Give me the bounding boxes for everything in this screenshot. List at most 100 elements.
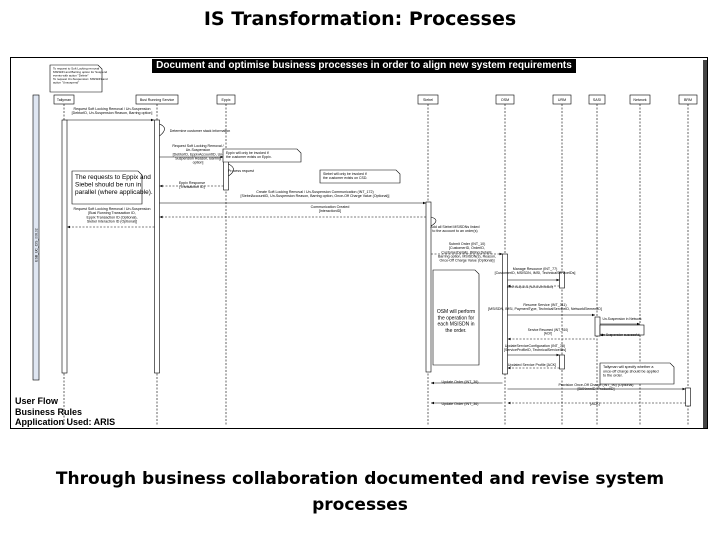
message-label: Resume Service (INT_311) bbox=[523, 303, 566, 307]
self-arrow bbox=[228, 163, 234, 177]
participant-label: Busi Running Service bbox=[140, 98, 174, 102]
participant-busi-running-service bbox=[135, 94, 179, 105]
participant-osm bbox=[495, 94, 515, 105]
message-label: Manage Resource (INT_77) bbox=[513, 267, 558, 271]
arrowhead bbox=[556, 278, 560, 282]
legend-application: Application Used: ARIS bbox=[15, 417, 116, 427]
message-label: Update Order (INT_36) bbox=[442, 402, 479, 406]
legend-user-flow: User Flow bbox=[15, 396, 59, 406]
message-label: Once-Off Charge Value (Optional)] bbox=[440, 259, 495, 263]
tallyman-note bbox=[599, 362, 675, 385]
osm-note-text: the operation for bbox=[438, 315, 475, 321]
message-label: Un-Suspension in Network bbox=[602, 317, 641, 321]
message-label: Service Resumed (INT_310) bbox=[528, 328, 568, 332]
message-label: URM Response [ServiceProfileID] bbox=[507, 285, 554, 289]
message-label: Suspension Reason, Barring bbox=[175, 156, 221, 160]
self-arrow bbox=[159, 123, 165, 137]
slide-title: IS Transformation: Processes bbox=[203, 8, 517, 30]
message-label: Barring option, MSISDN(s), Reason, bbox=[438, 254, 496, 258]
osm-note-text: OSM will perform bbox=[437, 309, 475, 315]
message-label: to the account to an order(s) bbox=[432, 229, 477, 233]
arrowhead bbox=[507, 366, 511, 370]
participant-network bbox=[629, 94, 651, 105]
participant-label: Network bbox=[633, 98, 646, 102]
swimlane-bar bbox=[32, 94, 40, 381]
arrowhead bbox=[507, 284, 511, 288]
message-label: [SiebelAccountID, Un-Suspension Reason, … bbox=[241, 194, 390, 198]
activation-osm bbox=[502, 253, 508, 375]
participant-urm bbox=[552, 94, 572, 105]
arrowhead bbox=[159, 215, 163, 219]
eppix-note-text: Eppix will only be invoked if bbox=[226, 151, 269, 155]
participant-label: SASI bbox=[593, 98, 601, 102]
participant-brm bbox=[678, 94, 698, 105]
arrowhead bbox=[682, 387, 686, 391]
participant-label: Siebel bbox=[423, 98, 433, 102]
activation-siebel bbox=[425, 201, 432, 373]
arrowhead bbox=[507, 401, 511, 405]
message-label: Request Soft Locking Removal / bbox=[172, 144, 223, 148]
participant-label: Eppix bbox=[222, 98, 231, 102]
arrowhead bbox=[423, 201, 426, 205]
message-label: [InteractionID] bbox=[319, 209, 341, 213]
message-label: [ACK] bbox=[544, 332, 552, 336]
parallel-note bbox=[71, 170, 143, 205]
message-label: Updated Service Profile [ACK] bbox=[508, 363, 556, 367]
participant-tallyman bbox=[53, 94, 75, 105]
message-label: Communication Created bbox=[311, 205, 350, 209]
arrowhead bbox=[151, 118, 154, 122]
osm-note bbox=[432, 269, 480, 366]
message-label: Create Soft Locking Removal / Un-Suspens… bbox=[256, 190, 373, 194]
message-label: Update Order (INT_36) bbox=[442, 380, 479, 384]
participant-sasi bbox=[588, 94, 606, 105]
eppix-note bbox=[222, 148, 302, 163]
self-arrow bbox=[430, 216, 437, 227]
participant-label: URM bbox=[558, 98, 566, 102]
message-label: Eppix Transaction ID (Optional), bbox=[87, 215, 138, 219]
message-label: Process request bbox=[228, 169, 254, 173]
arrowhead bbox=[67, 225, 70, 229]
participant-eppix bbox=[216, 94, 236, 105]
requirement-note bbox=[49, 64, 103, 93]
requirement-note-text: action "Unsuspend" bbox=[53, 80, 79, 84]
message-label: Provision Once-Off Charge (INT_96) (Opti… bbox=[558, 383, 633, 387]
eppix-note-text: the customer exists on Eppix. bbox=[226, 155, 272, 159]
siebel-note-text: the customer exists on CSD. bbox=[323, 176, 367, 180]
requirement-note-text: To request to Soft Locking removal bbox=[53, 67, 100, 71]
message-label: [MSISDN, IMSI, PaymentType, TechnicalSer… bbox=[488, 307, 602, 311]
parallel-note-text: The requests to Eppix and bbox=[75, 174, 151, 181]
message-label: [Busi Running Transaction ID, bbox=[88, 211, 136, 215]
message-label: Un-Suspension bbox=[186, 148, 211, 152]
tallyman-note-text: once-off charge should be applied bbox=[603, 369, 659, 373]
arrowhead bbox=[499, 252, 503, 256]
legend: User Flow Business Rules Application Use… bbox=[15, 396, 115, 428]
message-label: Un-Suspension successful bbox=[601, 333, 640, 337]
arrowhead bbox=[507, 337, 511, 341]
message-label: Determine customer stack information bbox=[170, 129, 231, 133]
swimlane-label: ESB_UC_CIS_006.02 bbox=[35, 228, 39, 261]
message-label: [DebtorID, Un-Suspension Reason, Barring… bbox=[72, 111, 153, 115]
arrowhead bbox=[600, 333, 603, 337]
parallel-note-text: parallel (where applicable). bbox=[75, 189, 153, 196]
requirement-note-text: events with action "Delete" bbox=[53, 73, 88, 77]
activation-brm bbox=[685, 387, 691, 407]
osm-note-text: the order. bbox=[445, 328, 466, 334]
message-label: [Transaction ID] bbox=[179, 185, 204, 189]
diagram-banner: Document and optimise business processes… bbox=[152, 59, 576, 73]
message-label: [DebtorID, EppixAccountID, Un- bbox=[173, 152, 225, 156]
arrowhead bbox=[592, 313, 595, 317]
message-label: UpdateServiceConfiguration (INT_75) bbox=[505, 344, 565, 348]
message-label: option] bbox=[193, 161, 204, 165]
arrowhead bbox=[220, 155, 224, 159]
message-label: CustomerDetails, Billing Details, bbox=[441, 250, 492, 254]
message-label: Siebel Interaction ID (Optional)] bbox=[87, 219, 137, 223]
tallyman-note-text: Tallyman will specify whether a bbox=[603, 365, 654, 369]
participant-label: OSM bbox=[501, 98, 509, 102]
parallel-note-text: Siebel should be run in bbox=[75, 181, 142, 188]
message-label: [ServiceProfileID, TechnicalServiceIDs] bbox=[504, 348, 566, 352]
requirement-note-text: To request Un-Suspension: MSISDN and bbox=[53, 77, 108, 81]
arrowhead bbox=[159, 184, 163, 188]
activation-urm-2 bbox=[559, 354, 565, 370]
activation-sasi bbox=[594, 316, 601, 337]
